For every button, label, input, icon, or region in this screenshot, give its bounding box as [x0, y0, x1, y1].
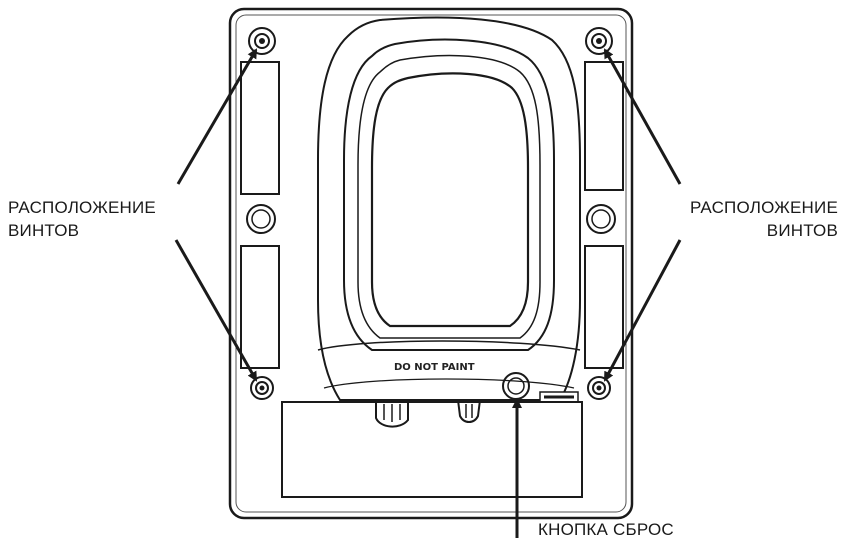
- screw-hole-top-left: [248, 27, 276, 55]
- arrow-right-lower: [603, 239, 682, 382]
- screw-location-left-line1: РАСПОЛОЖЕНИЕ: [8, 198, 156, 217]
- screw-hole-bottom-right: [587, 376, 611, 400]
- knob-right: [586, 204, 616, 234]
- detector-lens-ring-middle: [357, 54, 541, 339]
- base-plate-inner: [235, 14, 627, 513]
- housing-contour-lower: [323, 378, 575, 389]
- screw-location-label-right: РАСПОЛОЖЕНИЕ ВИНТОВ: [690, 196, 838, 242]
- screw-location-right-line2: ВИНТОВ: [766, 221, 838, 240]
- arrow-right-upper: [603, 48, 682, 185]
- screw-location-right-line1: РАСПОЛОЖЕНИЕ: [690, 198, 838, 217]
- connector-left: [375, 400, 409, 428]
- detector-lens-window: [370, 72, 530, 328]
- screw-location-left-line2: ВИНТОВ: [8, 221, 80, 240]
- screw-location-label-left: РАСПОЛОЖЕНИЕ ВИНТОВ: [8, 196, 156, 242]
- bottom-compartment: [281, 401, 583, 498]
- connector-right: [457, 399, 481, 423]
- reset-button: [502, 372, 530, 400]
- reset-button-label: КНОПКА СБРОС: [538, 520, 674, 539]
- arrow-left-lower: [174, 239, 258, 382]
- housing-contour-upper: [317, 340, 581, 351]
- housing-marking: DO NOT PAINT: [394, 362, 475, 373]
- knob-left: [246, 204, 276, 234]
- arrow-left-upper: [176, 48, 258, 185]
- detector-lens-ring-outer: [343, 38, 555, 351]
- slot-right-lower: [584, 245, 624, 369]
- detector-housing-outer: [317, 16, 581, 401]
- slot-right-upper: [584, 61, 624, 191]
- screw-hole-top-right: [585, 27, 613, 55]
- slot-left-upper: [240, 61, 280, 195]
- slot-left-lower: [240, 245, 280, 369]
- screw-hole-bottom-left: [250, 376, 274, 400]
- base-plate: [228, 7, 634, 520]
